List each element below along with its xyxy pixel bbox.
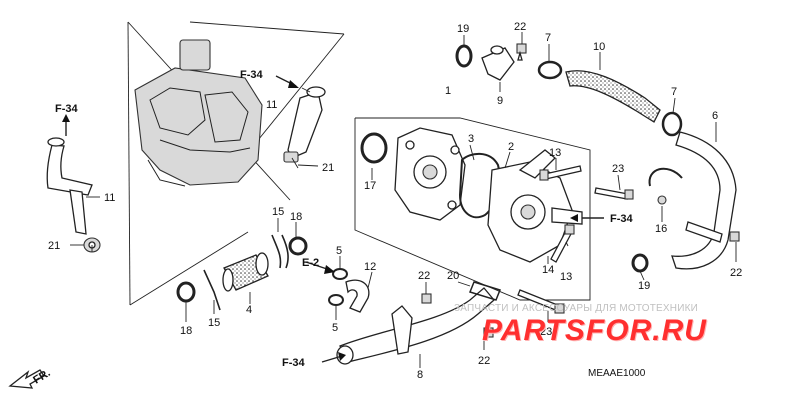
water-joint-9 (481, 45, 515, 81)
water-hose-12 (345, 279, 370, 313)
bypass-pipe-left (46, 137, 93, 235)
leader-lines (70, 32, 737, 368)
hose-clamp-7-top (537, 60, 563, 80)
part-label: 9 (497, 95, 503, 107)
hose-clamp-7-right (661, 111, 683, 137)
diagram-code: MEAAE1000 (588, 368, 646, 379)
water-pump-cover (394, 127, 466, 221)
part-label: 19 (638, 280, 650, 292)
part-label: 11 (266, 99, 277, 111)
o-ring-17 (360, 132, 388, 164)
part-label: 1 (445, 85, 451, 97)
reference-label: F-34 (55, 103, 79, 115)
part-label: 17 (364, 180, 376, 192)
clip-15-lower (203, 269, 221, 311)
water-pump-body (487, 149, 583, 263)
bolt-22-lower (483, 327, 494, 338)
part-label: 7 (545, 32, 551, 44)
part-number-labels: 1 2 3 4 5 5 6 7 7 8 9 10 11 11 12 13 13 … (48, 21, 742, 381)
o-ring-18-right (288, 236, 308, 256)
part-label: 7 (671, 86, 677, 98)
bolt-22-top (516, 43, 527, 61)
part-label: 6 (712, 110, 718, 122)
part-label: 12 (364, 261, 376, 273)
part-label: 22 (730, 267, 742, 279)
hose-clamp-5-upper (332, 268, 348, 280)
o-ring-19-top (455, 44, 473, 68)
part-label: 21 (322, 162, 334, 174)
bolts-pump-body (517, 165, 634, 314)
reference-label: F-34 (282, 357, 306, 369)
bypass-pipe-center (283, 86, 326, 163)
hose-clamp-5-lower (328, 294, 344, 306)
watermark: ЗАПЧАСТИ И АКСЕССУАРЫ ДЛЯ МОТОТЕХНИКИ PA… (454, 303, 784, 348)
water-pump-group-frame (354, 117, 591, 301)
part-label: 18 (290, 211, 302, 223)
reference-labels: F-34 F-34 F-34 F-34 E-2 (55, 69, 634, 369)
water-hose-10 (565, 70, 661, 123)
reference-label: F-34 (610, 213, 634, 225)
part-label: 5 (332, 322, 338, 334)
clip-15-upper (271, 234, 289, 269)
part-label: 8 (417, 369, 423, 381)
front-label: FR. (31, 367, 52, 387)
part-label: 11 (104, 192, 115, 204)
part-label: 14 (542, 264, 554, 276)
reference-label: E-2 (302, 257, 319, 269)
part-label: 22 (478, 355, 490, 367)
reference-label: F-34 (240, 69, 264, 81)
part-label: 13 (560, 271, 572, 283)
part-label: 21 (48, 240, 60, 252)
part-label: 19 (457, 23, 469, 35)
part-label: 23 (540, 326, 552, 338)
watermark-tagline: ЗАПЧАСТИ И АКСЕССУАРЫ ДЛЯ МОТОТЕХНИКИ (454, 303, 699, 314)
o-ring-18-left (176, 281, 196, 303)
part-label: 4 (246, 304, 252, 316)
engine-outline-lines (127, 21, 345, 306)
part-label: 22 (418, 270, 430, 282)
part-label: 16 (655, 223, 667, 235)
o-ring-19-right (631, 253, 649, 273)
part-label: 15 (208, 317, 220, 329)
water-joint-4 (222, 252, 269, 292)
part-label: 10 (593, 41, 605, 53)
part-label: 23 (612, 163, 624, 175)
part-label: 2 (508, 141, 514, 153)
part-label: 22 (514, 21, 526, 33)
part-label: 13 (549, 147, 561, 159)
bolt-22-pipe8 (421, 293, 432, 304)
water-pipe-6 (671, 131, 740, 270)
part-label: 3 (468, 133, 474, 145)
part-label: 20 (447, 270, 459, 282)
part-label: 15 (272, 206, 284, 218)
watermark-brand: PARTSFOR.RU (482, 314, 707, 347)
part-label: 18 (180, 325, 192, 337)
engine-block-illustration (134, 39, 263, 187)
front-direction-arrow: FR. (8, 367, 53, 389)
gasket-20 (469, 281, 501, 301)
clip-16 (648, 167, 683, 205)
reference-arrows (62, 75, 604, 363)
part-label: 5 (336, 245, 342, 257)
